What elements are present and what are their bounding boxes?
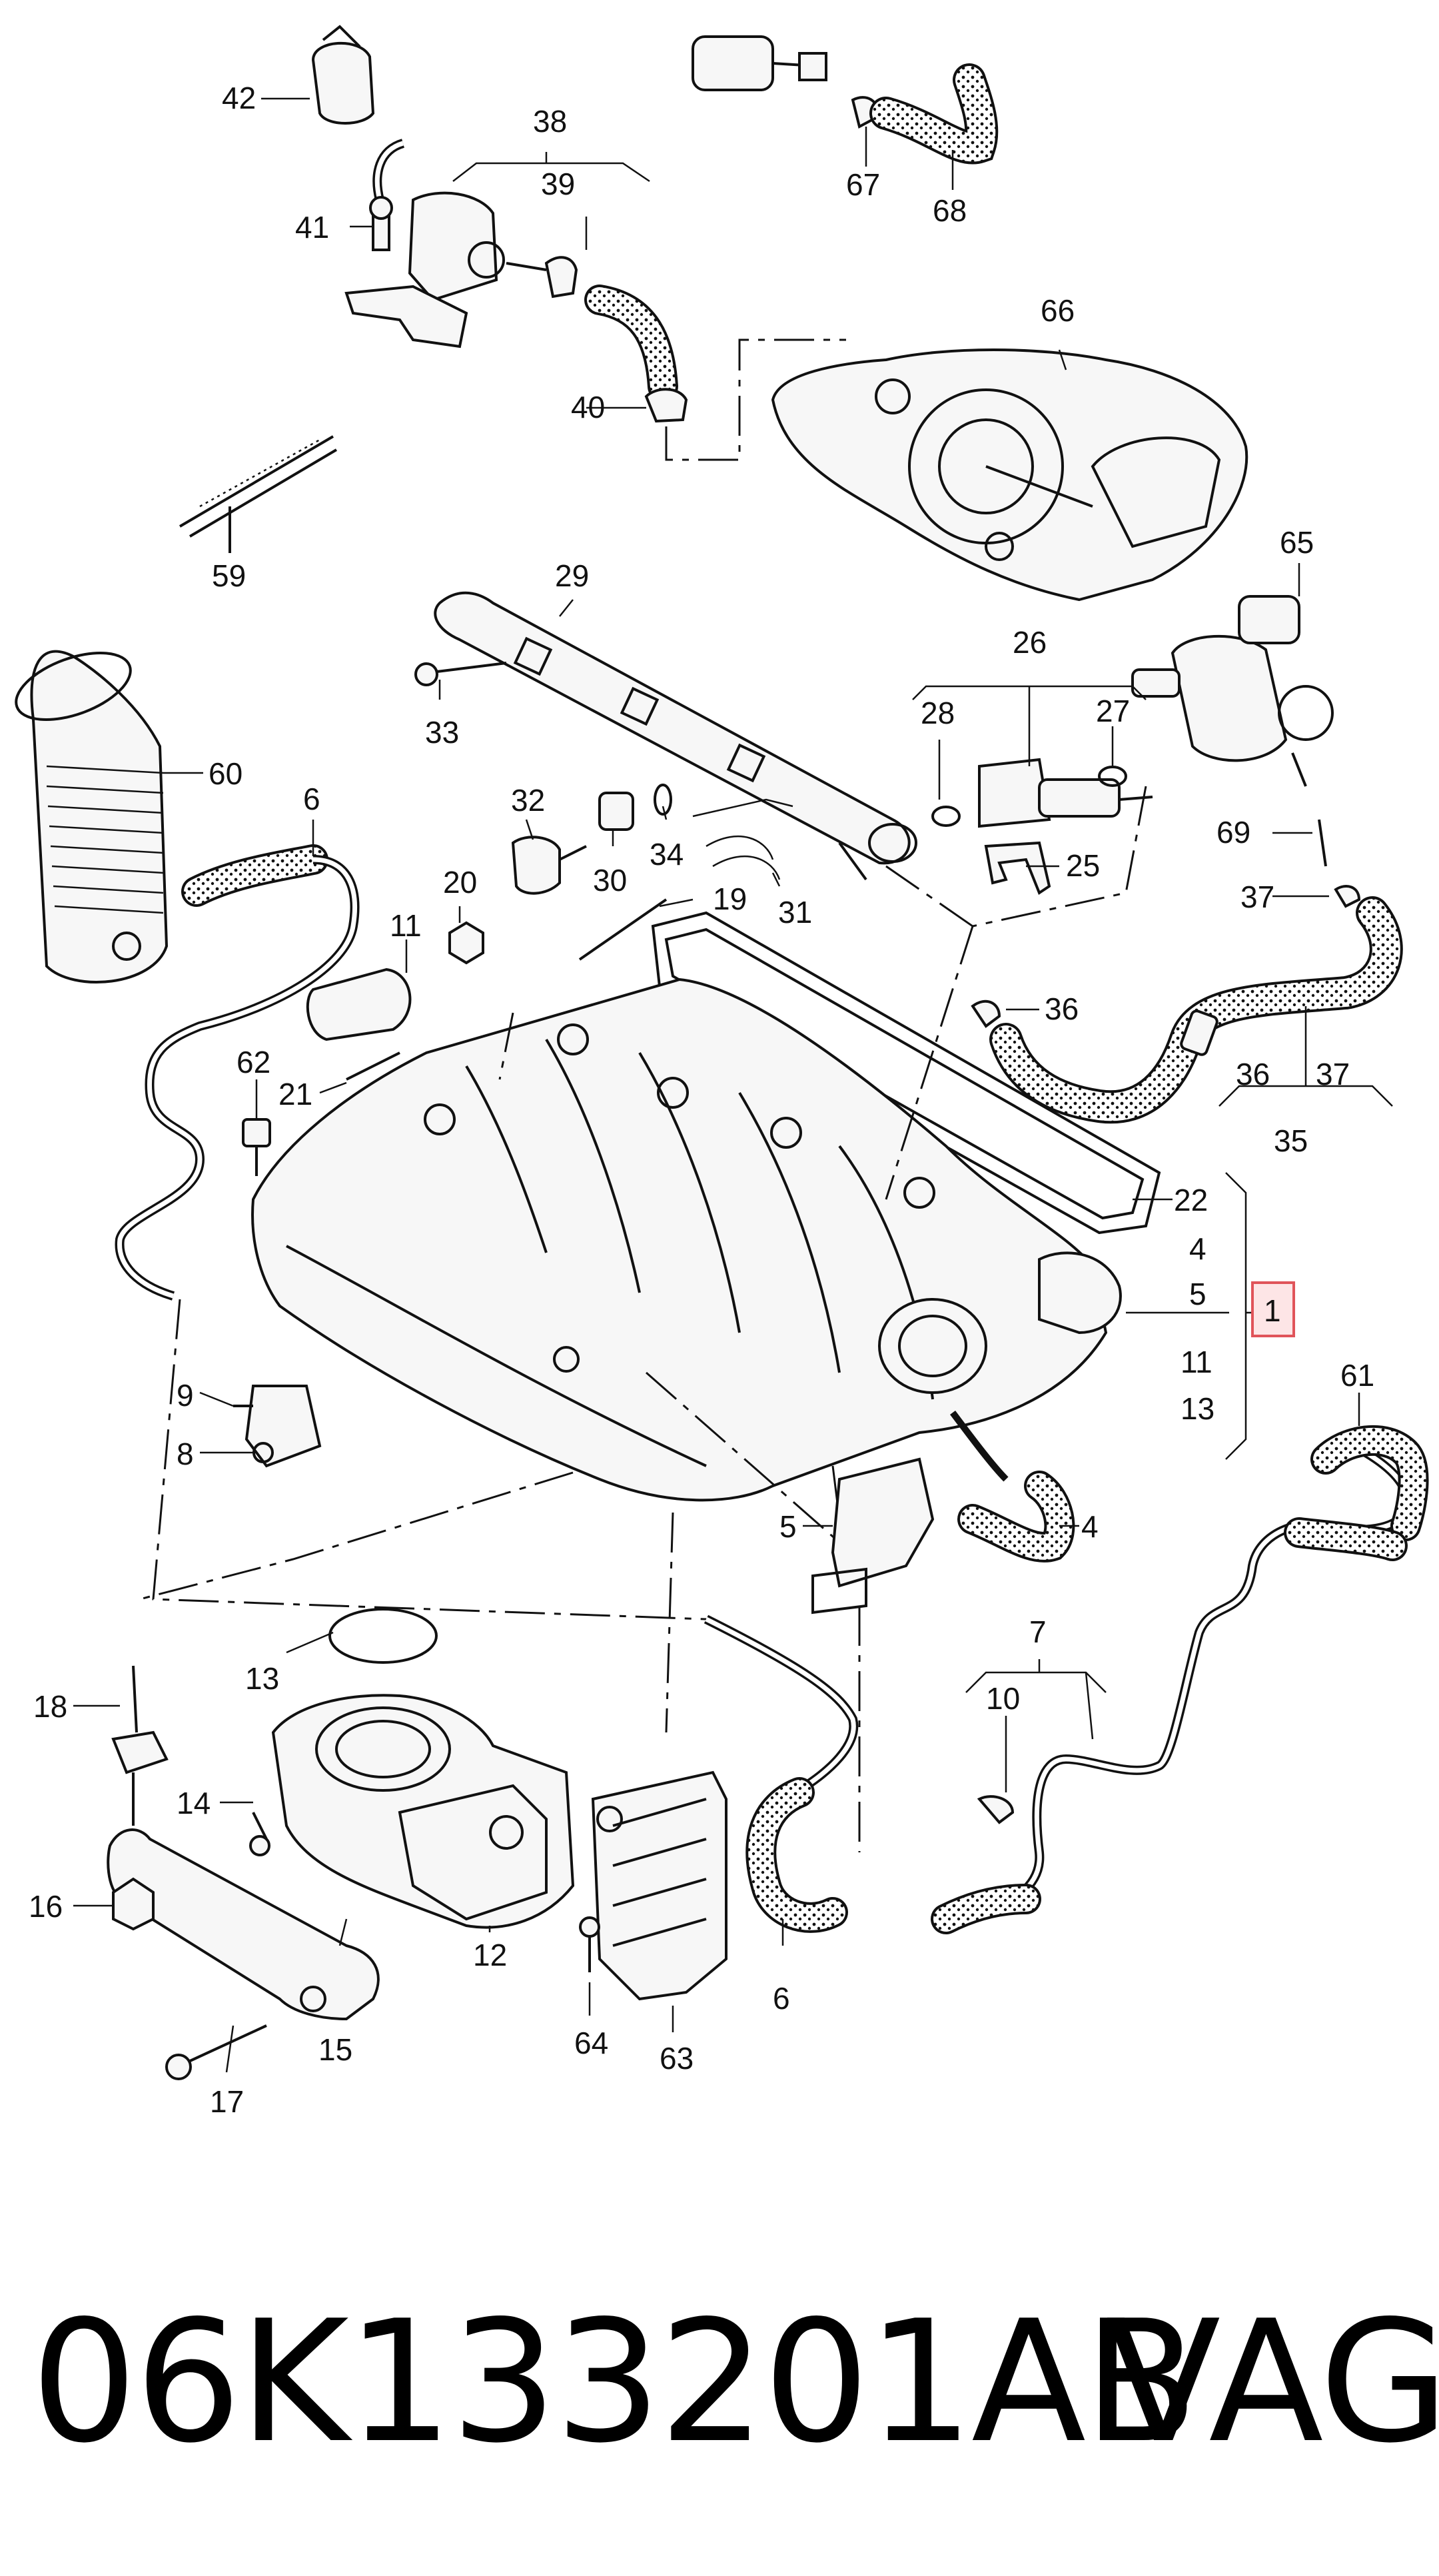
engine-cover (771, 348, 1248, 602)
label-31: 31 (778, 895, 812, 930)
label-6b: 6 (773, 1981, 790, 2016)
clip-25 (984, 841, 1051, 896)
sensor-32 (511, 836, 587, 895)
retainer-31 (706, 835, 781, 880)
bolt-21 (346, 1051, 400, 1081)
label-10: 10 (986, 1681, 1020, 1716)
label-18: 18 (33, 1689, 67, 1724)
injector (931, 758, 1153, 828)
leader-lines (73, 97, 1360, 2073)
label-30: 30 (593, 863, 627, 898)
label-15: 15 (318, 2032, 352, 2067)
label-32: 32 (511, 783, 545, 818)
label-1: 1 (1264, 1293, 1281, 1328)
air-intake-hose (15, 650, 169, 983)
label-59: 59 (212, 558, 246, 593)
top-vent-assembly (311, 25, 999, 461)
label-4b: 4 (1081, 1509, 1099, 1544)
label-39: 39 (541, 167, 575, 201)
bolt-19 (578, 898, 668, 961)
label-63: 63 (660, 2041, 694, 2076)
label-61: 61 (1340, 1358, 1374, 1393)
label-62: 62 (237, 1045, 270, 1079)
label-7: 7 (1029, 1614, 1047, 1649)
label-29: 29 (555, 558, 589, 593)
label-27: 27 (1096, 694, 1130, 728)
label-28: 28 (921, 696, 955, 730)
highlight-box-1 (1251, 1281, 1295, 1337)
label-17: 17 (210, 2084, 244, 2119)
label-13a: 13 (1181, 1391, 1214, 1426)
label-36b: 36 (1236, 1057, 1270, 1091)
label-65: 65 (1280, 525, 1314, 560)
nut-20 (448, 921, 484, 965)
sensor-8 (233, 1385, 322, 1468)
label-60: 60 (209, 756, 242, 791)
intake-manifold (251, 977, 1122, 1502)
hose-35 (971, 819, 1403, 1124)
bracket-15 (107, 1665, 380, 2080)
label-22: 22 (1174, 1183, 1208, 1217)
label-66: 66 (1041, 293, 1075, 328)
fuel-rail (434, 591, 917, 881)
label-33: 33 (425, 715, 459, 750)
label-37a: 37 (1240, 880, 1274, 914)
label-16: 16 (29, 1889, 63, 1924)
label-11b: 11 (1181, 1345, 1212, 1379)
label-13b: 13 (245, 1661, 279, 1696)
cable-tie (179, 435, 338, 553)
label-68: 68 (933, 193, 967, 228)
bracket-1 (1225, 1172, 1247, 1460)
fuel-pump (1131, 595, 1334, 787)
label-9: 9 (177, 1378, 194, 1413)
label-42: 42 (222, 81, 256, 115)
parts-diagram: 42 38 39 41 40 67 68 66 59 65 29 26 33 2… (15, 25, 1429, 2119)
label-64: 64 (574, 2026, 608, 2060)
bolt-33 (414, 662, 507, 686)
label-8: 8 (177, 1437, 194, 1471)
label-12: 12 (473, 1938, 507, 1972)
label-5b: 5 (779, 1509, 797, 1544)
label-25: 25 (1066, 848, 1100, 883)
label-6a: 6 (303, 782, 320, 816)
label-67: 67 (846, 167, 880, 202)
bracket-63 (579, 1770, 727, 2001)
label-40: 40 (571, 390, 605, 424)
label-4a: 4 (1189, 1231, 1206, 1266)
part-number: 06K133201AB (31, 2285, 1199, 2480)
label-38: 38 (533, 104, 567, 139)
label-11a: 11 (390, 908, 422, 943)
label-34: 34 (650, 837, 684, 872)
label-35: 35 (1274, 1123, 1308, 1158)
pipe-assembly-7 (931, 1425, 1429, 1934)
label-5a: 5 (1189, 1277, 1206, 1311)
connector-62 (242, 1118, 271, 1176)
label-41: 41 (295, 210, 329, 245)
hose-6-bottom (704, 1614, 859, 1933)
label-37b: 37 (1316, 1057, 1350, 1091)
sensor-11 (306, 967, 412, 1041)
throttle-body (249, 1608, 575, 1929)
label-26: 26 (1013, 625, 1047, 660)
valve-5 (811, 1457, 935, 1614)
sleeve-30 (598, 792, 634, 831)
label-20: 20 (443, 865, 477, 900)
label-14: 14 (177, 1786, 211, 1820)
part-labels: 42 38 39 41 40 67 68 66 59 65 29 26 33 2… (29, 81, 1374, 2119)
label-36a: 36 (1045, 991, 1079, 1026)
hose-4 (950, 1410, 1075, 1563)
brand-name: VAG (1106, 2285, 1439, 2480)
label-69: 69 (1216, 815, 1250, 850)
label-19: 19 (713, 882, 747, 916)
hose-6-top (115, 844, 360, 1301)
label-21: 21 (278, 1077, 312, 1111)
